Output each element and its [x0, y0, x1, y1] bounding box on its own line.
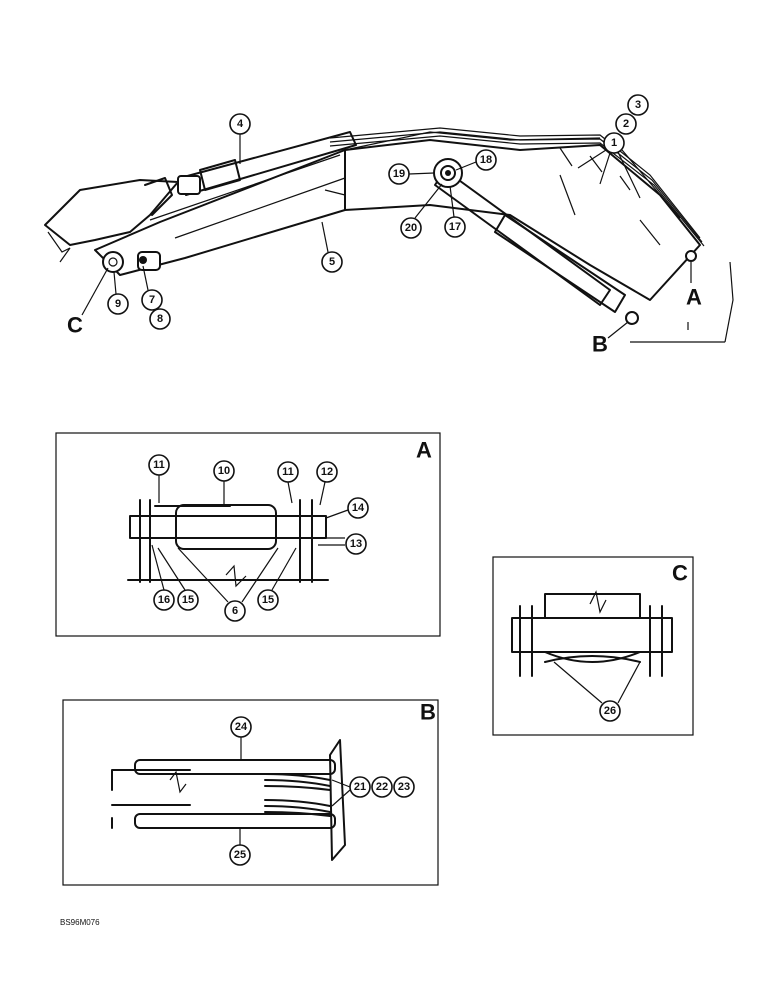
callout-4: 4 [229, 113, 251, 135]
callout-15-right: 15 [257, 589, 279, 611]
svg-text:11: 11 [153, 459, 165, 471]
callout-23: 23 [393, 776, 415, 798]
callout-22: 22 [371, 776, 393, 798]
svg-text:3: 3 [635, 99, 641, 111]
detail-a-title: A [416, 438, 432, 463]
detail-c-title: C [672, 561, 688, 586]
svg-text:19: 19 [393, 168, 405, 180]
detail-b-title: B [420, 700, 436, 725]
callout-5: 5 [321, 251, 343, 273]
figure-code: BS96M076 [60, 918, 100, 927]
svg-text:10: 10 [218, 465, 230, 477]
callout-24: 24 [230, 716, 252, 738]
detail-view-b: B [62, 699, 439, 886]
boom-arm-assembly-view [44, 127, 734, 343]
callout-21: 21 [349, 776, 371, 798]
callout-7: 7 [141, 289, 163, 311]
view-marker-c: C [67, 313, 83, 338]
svg-text:26: 26 [604, 705, 616, 717]
svg-text:14: 14 [352, 502, 365, 514]
svg-text:22: 22 [376, 781, 388, 793]
callout-12: 12 [316, 461, 338, 483]
callout-3: 3 [627, 94, 649, 116]
callout-18: 18 [475, 149, 497, 171]
callout-2: 2 [615, 113, 637, 135]
svg-text:16: 16 [158, 594, 170, 606]
callout-13: 13 [345, 533, 367, 555]
svg-text:11: 11 [282, 466, 294, 478]
callout-25: 25 [229, 844, 251, 866]
svg-text:24: 24 [235, 721, 248, 733]
callout-15-left: 15 [177, 589, 199, 611]
svg-text:6: 6 [232, 605, 238, 617]
view-marker-a: A [686, 285, 702, 310]
svg-text:1: 1 [611, 137, 617, 149]
detail-view-a: A [55, 432, 441, 637]
svg-text:25: 25 [234, 849, 246, 861]
callout-14: 14 [347, 497, 369, 519]
svg-text:15: 15 [262, 594, 274, 606]
svg-text:8: 8 [157, 313, 163, 325]
svg-text:2: 2 [623, 118, 629, 130]
view-marker-b: B [592, 332, 608, 357]
callout-6: 6 [224, 600, 246, 622]
svg-text:13: 13 [350, 538, 362, 550]
callout-17: 17 [444, 216, 466, 238]
callout-20: 20 [400, 217, 422, 239]
svg-text:17: 17 [449, 221, 461, 233]
svg-text:9: 9 [115, 298, 121, 310]
svg-text:18: 18 [480, 154, 492, 166]
callout-11-left: 11 [148, 454, 170, 476]
callout-11-right: 11 [277, 461, 299, 483]
svg-text:15: 15 [182, 594, 194, 606]
svg-text:4: 4 [237, 118, 244, 130]
callout-26: 26 [599, 700, 621, 722]
callout-10: 10 [213, 460, 235, 482]
svg-text:23: 23 [398, 781, 410, 793]
svg-text:5: 5 [329, 256, 335, 268]
svg-text:20: 20 [405, 222, 417, 234]
callout-19: 19 [388, 163, 410, 185]
callout-9: 9 [107, 293, 129, 315]
svg-text:7: 7 [149, 294, 155, 306]
svg-text:12: 12 [321, 466, 333, 478]
detail-view-c: C [492, 556, 694, 736]
callout-16: 16 [153, 589, 175, 611]
callout-1: 1 [603, 132, 625, 154]
callout-8: 8 [149, 308, 171, 330]
svg-text:21: 21 [354, 781, 366, 793]
